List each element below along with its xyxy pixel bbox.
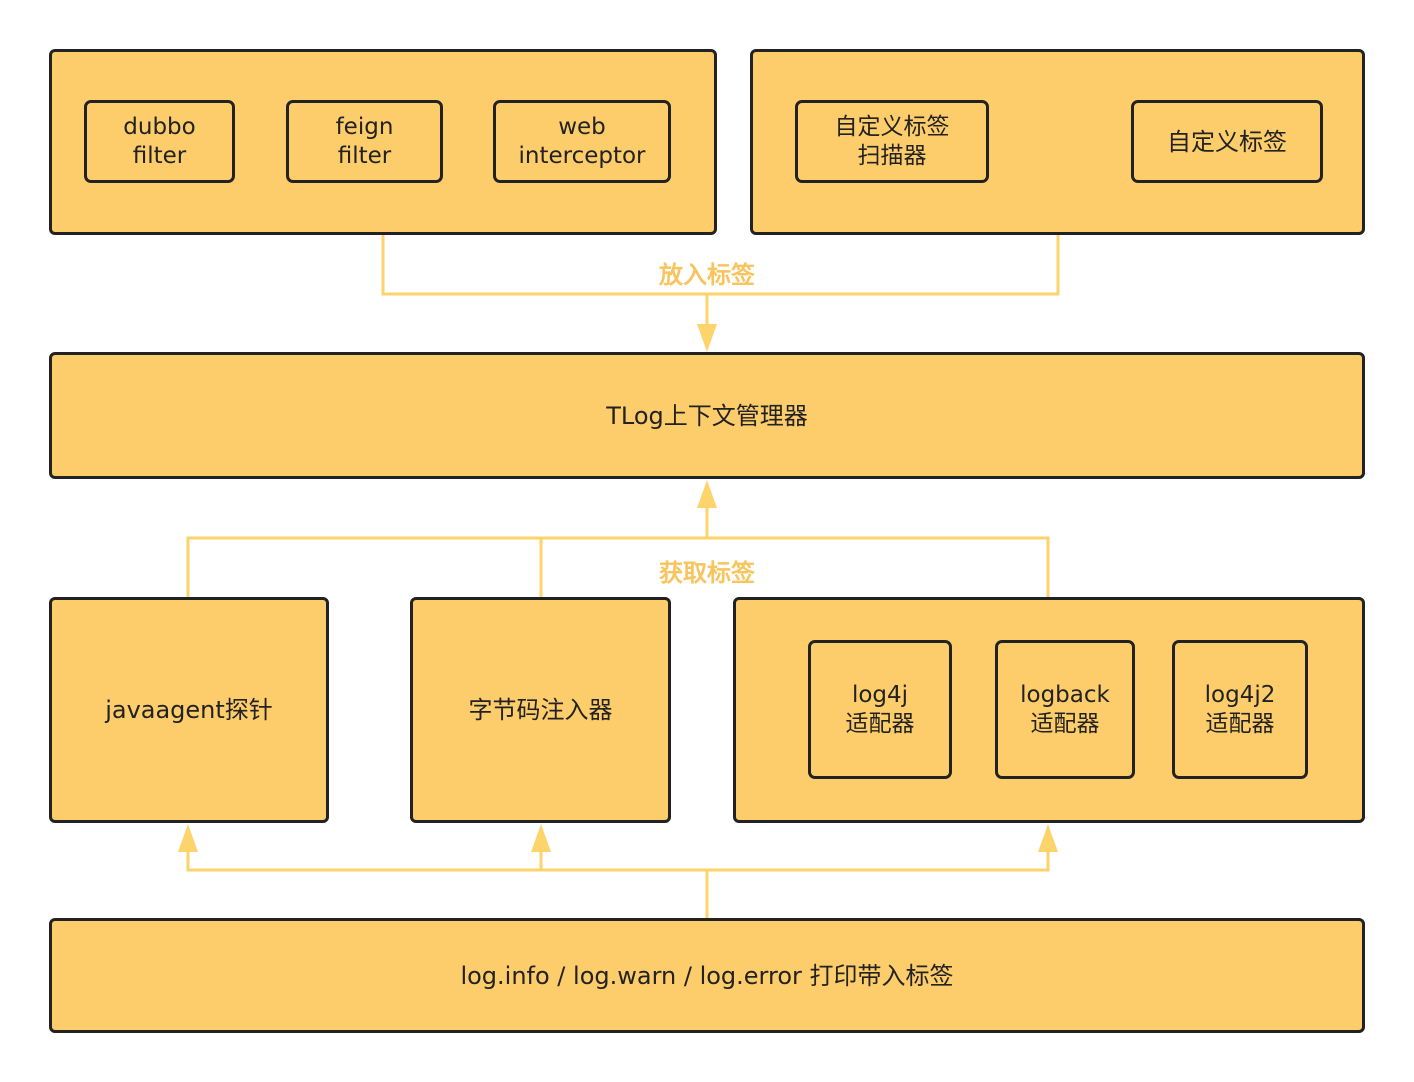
web-interceptor-box (493, 100, 671, 183)
put-tag-arrowhead (697, 324, 717, 352)
log-print-label: log.info / log.warn / log.error 打印带入标签 (460, 961, 954, 990)
get-tag-line (186, 536, 1050, 598)
bytecode-arrowhead (531, 824, 551, 852)
logback-adapter-box (995, 640, 1135, 779)
custom-tag-label: 自定义标签 (1167, 127, 1287, 156)
put-tag-connector (381, 234, 1060, 352)
dubbo-filter-box (84, 100, 235, 183)
custom-tag-scanner-box (795, 100, 989, 183)
log4j-adapter-label: log4j 适配器 (845, 681, 915, 737)
logback-adapter-label: logback 适配器 (1020, 681, 1110, 737)
javaagent-box (49, 597, 329, 823)
put-tag-label: 放入标签 (659, 261, 755, 289)
custom-tag-scanner-label: 自定义标签 扫描器 (834, 113, 950, 169)
get-tag-connector (186, 480, 1050, 598)
javaagent-label: javaagent探针 (105, 696, 273, 724)
get-tag-arrowhead (697, 480, 717, 508)
custom-tag-box (1131, 100, 1323, 183)
feign-filter-box (286, 100, 443, 183)
bytecode-injector-box (410, 597, 671, 823)
feign-filter-label: feign filter (335, 113, 394, 169)
log-print-line (186, 850, 1050, 872)
log4j2-adapter-label: log4j2 适配器 (1204, 681, 1276, 737)
put-tag-line (381, 234, 1060, 296)
log-print-box (49, 918, 1365, 1033)
log-print-connector (178, 824, 1058, 918)
dubbo-filter-label: dubbo filter (123, 113, 196, 169)
log4j2-adapter-box (1172, 640, 1308, 779)
log4j-adapter-box (808, 640, 952, 779)
adapter-group-arrowhead (1038, 824, 1058, 852)
web-interceptor-label: web interceptor (518, 113, 646, 169)
bytecode-injector-label: 字节码注入器 (468, 696, 613, 724)
context-manager-label: TLog上下文管理器 (606, 401, 808, 430)
context-manager-box (49, 352, 1365, 479)
javaagent-arrowhead (178, 824, 198, 852)
get-tag-label: 获取标签 (659, 559, 755, 587)
